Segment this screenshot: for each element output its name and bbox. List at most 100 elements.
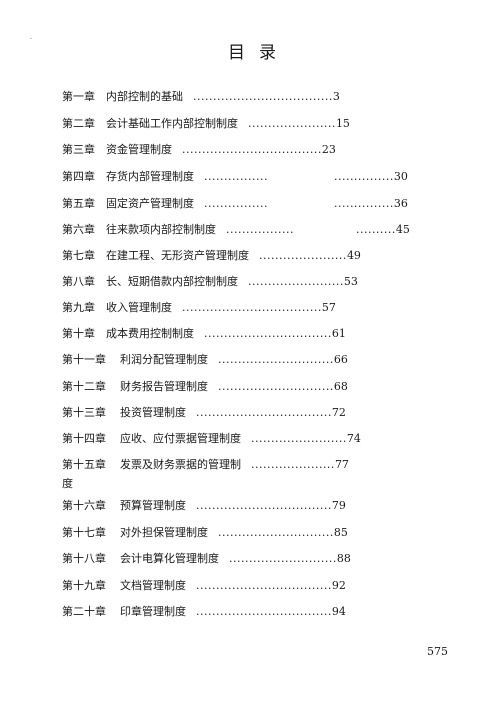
toc-entry[interactable]: 第二十章 印章管理制度..............................… bbox=[62, 605, 346, 619]
page-reference: 3 bbox=[332, 90, 340, 103]
chapter-title: 在建工程、无形资产管理制度 bbox=[106, 249, 249, 262]
dot-leader: ........................ bbox=[251, 432, 347, 445]
chapter-title: 会计电算化管理制度 bbox=[120, 552, 219, 565]
dot-leader: ............................. bbox=[218, 526, 334, 539]
dot-leader: ................................... bbox=[193, 90, 333, 103]
dot-leader: ................ bbox=[204, 197, 268, 210]
dot-leader: ............................. bbox=[218, 353, 334, 366]
chapter-title: 财务报告管理制度 bbox=[120, 380, 208, 393]
chapter-title-continuation: 度 bbox=[62, 477, 73, 490]
toc-entry[interactable]: 第七章在建工程、无形资产管理制度......................49 bbox=[62, 249, 361, 263]
toc-entry[interactable]: 第十三章 投资管理制度..............................… bbox=[62, 406, 346, 420]
chapter-number: 第一章 bbox=[62, 90, 95, 103]
chapter-number: 第三章 bbox=[62, 143, 95, 156]
page-reference: 49 bbox=[346, 249, 361, 262]
chapter-title: 成本费用控制制度 bbox=[106, 327, 194, 340]
page-reference: 77 bbox=[334, 458, 349, 471]
page-number: 575 bbox=[427, 645, 448, 658]
chapter-number: 第八章 bbox=[62, 275, 95, 288]
chapter-number: 第十八章 bbox=[62, 552, 106, 565]
chapter-number: 第十五章 bbox=[62, 458, 106, 471]
page-reference: 74 bbox=[346, 432, 361, 445]
chapter-title: 对外担保管理制度 bbox=[120, 526, 208, 539]
page-reference: 88 bbox=[336, 552, 351, 565]
toc-entry[interactable]: 第十四章 应收、应付票据管理制度........................7… bbox=[62, 432, 361, 446]
dot-leader: .................................. bbox=[196, 605, 332, 618]
page-reference: 61 bbox=[331, 327, 346, 340]
chapter-number: 第二十章 bbox=[62, 605, 106, 618]
page-title: 目录 bbox=[228, 43, 290, 63]
toc-entry[interactable]: 第十七章 对外担保管理制度............................… bbox=[62, 526, 348, 540]
chapter-number: 第五章 bbox=[62, 197, 95, 210]
page-reference: 53 bbox=[343, 275, 358, 288]
chapter-number: 第九章 bbox=[62, 301, 95, 314]
page-reference: 36 bbox=[393, 197, 408, 210]
toc-entry[interactable]: 第十一章 利润分配管理制度............................… bbox=[62, 353, 348, 367]
chapter-number: 第十六章 bbox=[62, 499, 106, 512]
dot-leader: ............... bbox=[333, 197, 394, 210]
chapter-title: 印章管理制度 bbox=[120, 605, 186, 618]
page-reference: 30 bbox=[393, 170, 408, 183]
dot-leader: .................................. bbox=[196, 579, 332, 592]
toc-entry[interactable]: 第九章收入管理制度...............................… bbox=[62, 301, 336, 315]
chapter-number: 第十九章 bbox=[62, 579, 106, 592]
toc-entry[interactable]: 第四章存货内部管理制度.............................… bbox=[62, 170, 408, 184]
toc-entry[interactable]: 第三章资金管理制度...............................… bbox=[62, 143, 336, 157]
chapter-title: 会计基础工作内部控制制度 bbox=[106, 117, 238, 130]
page-reference: 68 bbox=[333, 380, 348, 393]
page-reference: 45 bbox=[395, 223, 410, 236]
toc-entry[interactable]: 第十八章 会计电算化管理制度...........................… bbox=[62, 552, 351, 566]
chapter-number: 第十一章 bbox=[62, 353, 106, 366]
toc-entry[interactable]: 第十章成本费用控制制度.............................… bbox=[62, 327, 346, 341]
chapter-number: 第十七章 bbox=[62, 526, 106, 539]
dot-leader: ............... bbox=[333, 170, 394, 183]
toc-entry[interactable]: 第十六章 预算管理制度..............................… bbox=[62, 499, 346, 513]
chapter-number: 第六章 bbox=[62, 223, 95, 236]
chapter-number: 第二章 bbox=[62, 117, 95, 130]
chapter-title: 利润分配管理制度 bbox=[120, 353, 208, 366]
dot-leader: ..................... bbox=[251, 458, 335, 471]
dot-leader: ...................... bbox=[248, 117, 336, 130]
chapter-title: 发票及财务票据的管理制 bbox=[120, 458, 241, 471]
chapter-number: 第七章 bbox=[62, 249, 95, 262]
toc-entry[interactable]: 第十五章 发票及财务票据的管理制.....................77 bbox=[62, 458, 349, 472]
chapter-title: 往来款项内部控制制度 bbox=[106, 223, 216, 236]
chapter-title: 预算管理制度 bbox=[120, 499, 186, 512]
dot-leader: ................................ bbox=[204, 327, 332, 340]
toc-entry[interactable]: 第六章往来款项内部控制制度...........................… bbox=[62, 223, 410, 237]
chapter-title: 投资管理制度 bbox=[120, 406, 186, 419]
chapter-title: 存货内部管理制度 bbox=[106, 170, 194, 183]
page-reference: 92 bbox=[331, 579, 346, 592]
page-reference: 66 bbox=[333, 353, 348, 366]
chapter-number: 第十章 bbox=[62, 327, 95, 340]
page-reference: 94 bbox=[331, 605, 346, 618]
chapter-number: 第十二章 bbox=[62, 380, 106, 393]
chapter-title: 收入管理制度 bbox=[106, 301, 172, 314]
page-reference: 85 bbox=[333, 526, 348, 539]
chapter-title: 长、短期借款内部控制制度 bbox=[106, 275, 238, 288]
dot-leader: .................................. bbox=[196, 499, 332, 512]
page-reference: 15 bbox=[335, 117, 350, 130]
chapter-title: 应收、应付票据管理制度 bbox=[120, 432, 241, 445]
toc-entry[interactable]: 第五章固定资产管理制度.............................… bbox=[62, 197, 408, 211]
toc-entry[interactable]: 第二章会计基础工作内部控制制度......................15 bbox=[62, 117, 350, 131]
chapter-title: 内部控制的基础 bbox=[106, 90, 183, 103]
toc-entry[interactable]: 第八章长、短期借款内部控制制度........................5… bbox=[62, 275, 358, 289]
dot-leader: ................................... bbox=[182, 301, 322, 314]
page-reference: 72 bbox=[331, 406, 346, 419]
dot-leader: ........................... bbox=[229, 552, 337, 565]
toc-entry[interactable]: 第一章内部控制的基础..............................… bbox=[62, 90, 340, 104]
corner-dot-mark: . bbox=[30, 34, 32, 41]
dot-leader: .................................. bbox=[196, 406, 332, 419]
toc-entry[interactable]: 第十九章 文档管理制度..............................… bbox=[62, 579, 346, 593]
chapter-number: 第十四章 bbox=[62, 432, 106, 445]
toc-entry[interactable]: 第十二章 财务报告管理制度............................… bbox=[62, 380, 348, 394]
dot-leader: ............................. bbox=[218, 380, 334, 393]
dot-leader: ................ bbox=[204, 170, 268, 183]
chapter-title: 文档管理制度 bbox=[120, 579, 186, 592]
chapter-title: 固定资产管理制度 bbox=[106, 197, 194, 210]
page-reference: 23 bbox=[321, 143, 336, 156]
chapter-number: 第十三章 bbox=[62, 406, 106, 419]
dot-leader: .......... bbox=[355, 223, 396, 236]
dot-leader: ................. bbox=[226, 223, 294, 236]
